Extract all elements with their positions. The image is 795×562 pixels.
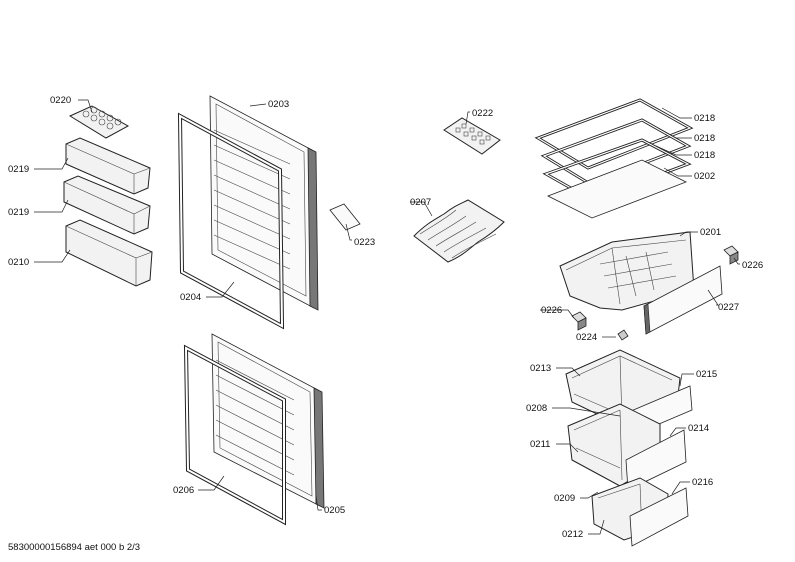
label-0203: 0203 [268, 99, 289, 110]
label-0201: 0201 [700, 227, 721, 238]
label-0209: 0209 [554, 493, 575, 504]
label-0216: 0216 [692, 477, 713, 488]
part-0203-upper-door[interactable] [209, 95, 319, 311]
part-0227-drawer-front[interactable] [643, 265, 723, 335]
label-0224: 0224 [576, 332, 597, 343]
part-0218-shelf-frame-1[interactable] [534, 98, 694, 170]
part-0219-door-shelf-top[interactable] [65, 137, 151, 195]
label-0218-1: 0218 [694, 113, 715, 124]
label-0219-middle: 0219 [8, 207, 29, 218]
label-0207: 0207 [410, 197, 431, 208]
label-0218-2: 0218 [694, 133, 715, 144]
part-0223-label-card[interactable] [329, 203, 361, 231]
part-0214-middle-drawer-front[interactable] [625, 429, 687, 491]
label-0210: 0210 [8, 257, 29, 268]
part-0220-egg-tray[interactable] [68, 105, 130, 139]
label-0215: 0215 [696, 369, 717, 380]
label-0222: 0222 [472, 108, 493, 119]
part-0216-lower-drawer-front[interactable] [629, 487, 689, 547]
label-0212: 0212 [562, 529, 583, 540]
part-0204-upper-door-gasket[interactable] [177, 112, 285, 330]
label-0204: 0204 [180, 292, 201, 303]
part-0205-lower-door[interactable] [211, 333, 325, 509]
label-0213: 0213 [530, 363, 551, 374]
part-0210-door-shelf-bottom[interactable] [65, 219, 153, 287]
part-0224-small-clip[interactable] [617, 329, 629, 341]
label-0206: 0206 [173, 485, 194, 496]
label-0223: 0223 [354, 237, 375, 248]
part-0206-lower-door-gasket[interactable] [183, 344, 286, 526]
label-0202: 0202 [694, 171, 715, 182]
label-0219-top: 0219 [8, 164, 29, 175]
label-0226-right: 0226 [742, 260, 763, 271]
part-0222-ice-tray[interactable] [443, 117, 501, 155]
label-0226-left: 0226 [541, 305, 562, 316]
document-id-footer: 58300000156894 aet 000 b 2/3 [8, 542, 141, 553]
part-0207-bottle-rack[interactable] [413, 199, 505, 263]
part-0218-shelf-frame-2[interactable] [540, 118, 692, 186]
label-0227: 0227 [718, 302, 739, 313]
label-0218-3: 0218 [694, 150, 715, 161]
label-0211: 0211 [530, 439, 550, 450]
label-0205: 0205 [324, 505, 345, 516]
part-0202-glass-shelf[interactable] [547, 159, 687, 219]
label-0208: 0208 [526, 403, 547, 414]
leader-lines [34, 99, 740, 535]
part-0226-clip-left[interactable] [571, 311, 587, 331]
part-0219-door-shelf-middle[interactable] [63, 175, 151, 235]
label-0214: 0214 [688, 423, 709, 434]
label-0220: 0220 [50, 95, 71, 106]
